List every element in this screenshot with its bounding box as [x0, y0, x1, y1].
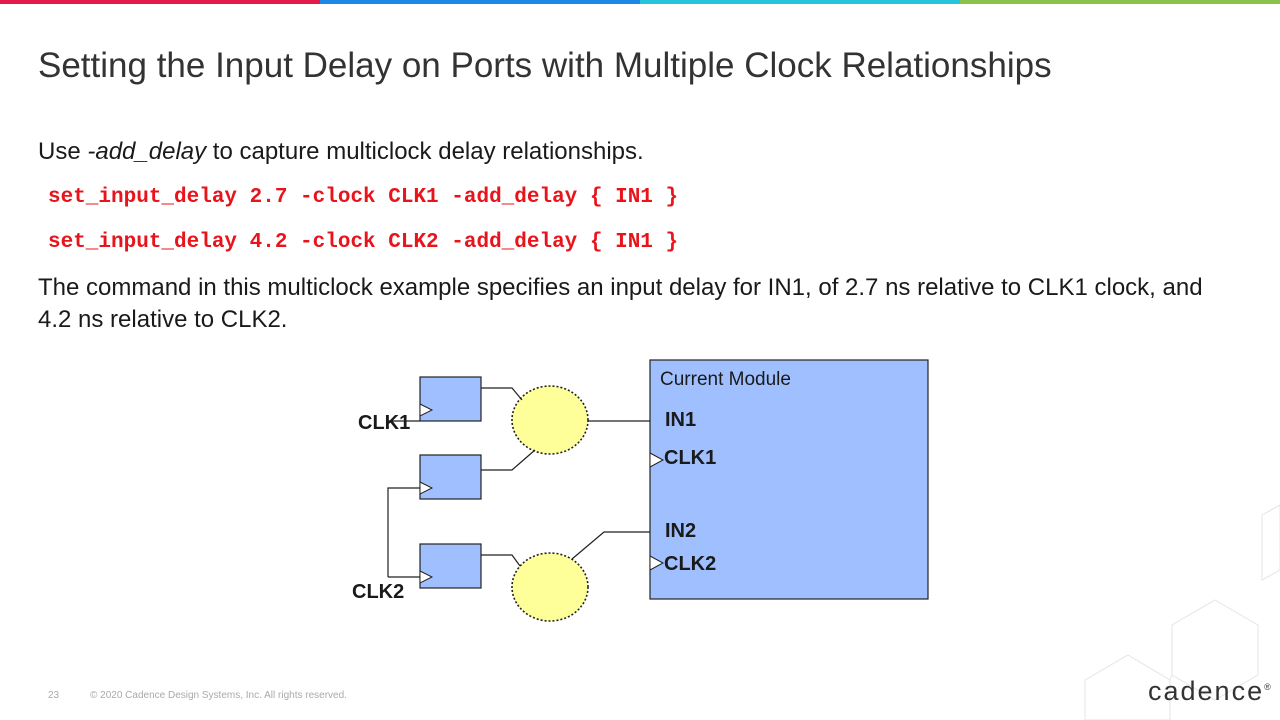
wire-clk2 [387, 487, 420, 577]
current-module-box [649, 359, 929, 600]
clk1-source-label: CLK1 [358, 412, 410, 434]
flip-flop-3 [419, 543, 482, 589]
intro-pre: Use [38, 138, 88, 165]
wire-ff3-to-cloud2 [481, 554, 521, 567]
logo-registered-mark: ® [1264, 682, 1271, 692]
logo-text: cadence [1148, 676, 1265, 706]
intro-post: to capture multiclock delay relationship… [206, 138, 644, 165]
port-clk1-label: CLK1 [664, 447, 716, 469]
clk2-source-label: CLK2 [352, 581, 404, 603]
wire-ff2-to-cloud1 [481, 449, 536, 471]
topbar-segment-red [0, 0, 320, 4]
logic-cloud-1 [511, 385, 589, 455]
top-color-bar [0, 0, 1280, 4]
ff1-clock-triangle [419, 403, 434, 417]
port-clk2-label: CLK2 [664, 553, 716, 575]
flip-flop-1 [419, 376, 482, 422]
slide-title: Setting the Input Delay on Ports with Mu… [38, 46, 1052, 85]
topbar-segment-cyan [640, 0, 960, 4]
explanation-paragraph: The command in this multiclock example s… [38, 274, 1203, 333]
port-in2-label: IN2 [665, 520, 696, 542]
topbar-segment-blue [320, 0, 640, 4]
logic-cloud-2 [511, 552, 589, 622]
copyright-text: © 2020 Cadence Design Systems, Inc. All … [90, 690, 347, 701]
code-line-2: set_input_delay 4.2 -clock CLK2 -add_del… [48, 231, 679, 254]
intro-option: -add_delay [87, 138, 207, 165]
wire-cloud2-to-in2 [571, 531, 650, 560]
topbar-segment-green [960, 0, 1280, 4]
flip-flop-2 [419, 454, 482, 500]
module-clk1-triangle [649, 452, 665, 468]
intro-text: Use -add_delay to capture multiclock del… [38, 138, 644, 166]
code-line-1: set_input_delay 2.7 -clock CLK1 -add_del… [48, 186, 679, 209]
page-number: 23 [48, 690, 60, 701]
wire-ff1-to-cloud1 [481, 387, 523, 401]
port-in1-label: IN1 [665, 409, 696, 431]
module-title: Current Module [660, 369, 791, 390]
cadence-logo: cadence® [1148, 676, 1271, 707]
module-clk2-triangle [649, 555, 665, 571]
